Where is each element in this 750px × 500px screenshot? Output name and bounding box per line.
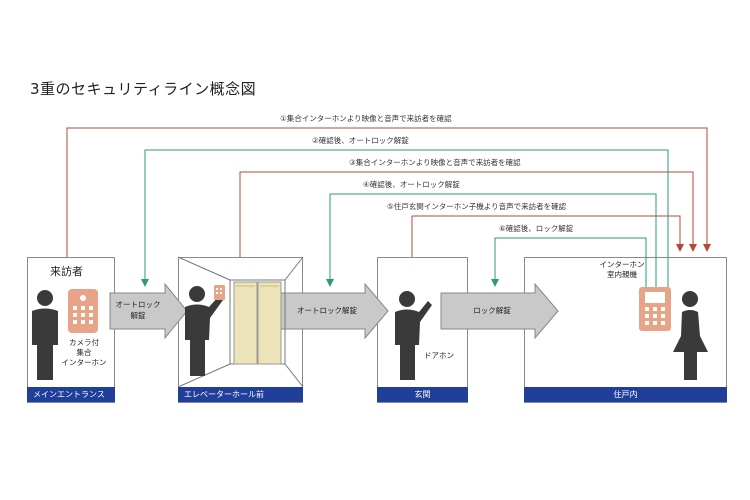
zone-label-entrance: 玄関: [377, 387, 468, 402]
elevator-keypad-icon: [214, 285, 225, 300]
door-phone-label: ドアホン: [424, 351, 454, 360]
transition-arrow-1: [109, 282, 188, 340]
transition-arrow-2: [279, 282, 389, 340]
transition-label-1-line-2: 解錠: [130, 311, 146, 320]
flow-label-3: ③集合インターホンより映像と音声で来訪者を確認: [347, 158, 523, 168]
visitor-elevator-person-icon: [185, 286, 223, 376]
flow-label-6: ⑥確認後、ロック解錠: [497, 224, 576, 234]
master-unit-label: インターホン 室内親機: [592, 260, 652, 280]
transition-label-3: ロック解錠: [473, 306, 511, 315]
resident-person-icon: [673, 291, 708, 380]
zone-label-main-entrance: メインエントランス: [27, 387, 115, 402]
zone-entrance: [377, 257, 468, 403]
transition-label-1: オートロック 解錠: [112, 299, 164, 321]
flow-line-2: [141, 149, 669, 292]
camera-intercom-label-line-3: インターホン: [61, 358, 107, 367]
flow-line-5: [411, 215, 684, 257]
indoor-master-unit-icon: [639, 287, 671, 331]
visitor-person-icon: [32, 290, 58, 380]
flow-line-4: [326, 193, 657, 292]
flow-line-3: [239, 171, 697, 257]
master-unit-label-line-2: 室内親機: [607, 270, 637, 279]
elevator-doors: [233, 281, 282, 365]
camera-intercom-label-line-1: カメラ付: [69, 338, 99, 347]
flow-label-4: ④確認後、オートロック解錠: [361, 180, 462, 190]
flow-label-1: ①集合インターホンより映像と音声で来訪者を確認: [278, 114, 454, 124]
camera-intercom-label-line-2: 集合: [76, 348, 92, 357]
transition-label-2: オートロック解錠: [297, 306, 357, 315]
transition-label-1-line-1: オートロック: [115, 300, 161, 309]
flow-label-5: ⑤住戸玄関インターホン子機より音声で来訪者を確認: [385, 202, 569, 212]
visitor-label: 来訪者: [50, 265, 83, 278]
camera-intercom-label: カメラ付 集合 インターホン: [58, 338, 110, 368]
zone-label-dwelling: 住戸内: [524, 387, 727, 402]
visitor-door-person-icon: [395, 291, 432, 380]
diagram-title: 3重のセキュリティライン概念図: [30, 80, 257, 98]
flow-line-1: [66, 127, 711, 257]
flow-label-2: ②確認後、オートロック解錠: [310, 136, 411, 146]
flow-line-6: [491, 237, 647, 292]
master-unit-label-line-1: インターホン: [599, 260, 645, 269]
transition-arrow-3: [440, 282, 559, 340]
camera-intercom-icon: [68, 289, 98, 333]
zone-label-elevator-hall: エレベーターホール前: [178, 387, 303, 402]
